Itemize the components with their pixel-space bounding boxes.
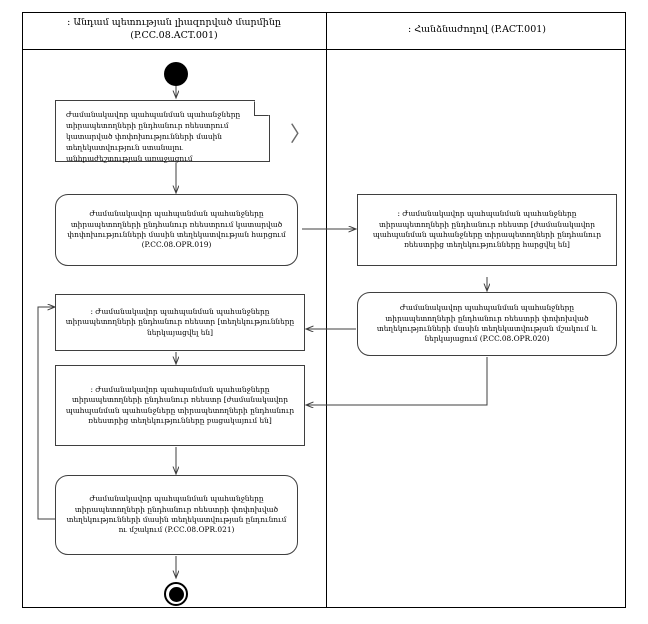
state-information-submitted[interactable]: : Ժամանակավոր պահպանման պահանջները տիրապ…: [55, 294, 305, 351]
note-information-need: Ժամանակավոր պահպանման պահանջները տիրապետ…: [55, 100, 270, 163]
activity-opr-019-label: Ժամանակավոր պահպանման պահանջները տիրապետ…: [67, 209, 286, 250]
note-text: Ժամանակավոր պահպանման պահանջները տիրապետ…: [66, 110, 241, 163]
swimlane-header-rule: [22, 49, 626, 50]
state-common-register-requested-label: : Ժամանակավոր պահպանման պահանջները տիրապ…: [372, 209, 602, 250]
note-fold-corner: [254, 101, 269, 116]
state-information-submitted-label: : Ժամանակավոր պահպանման պահանջները տիրապ…: [65, 306, 295, 337]
swimlane-title-left-code: (P.CC.08.ACT.001): [130, 30, 218, 41]
activity-opr-019[interactable]: Ժամանակավոր պահպանման պահանջները տիրապետ…: [55, 194, 298, 266]
initial-node: [164, 62, 188, 86]
swimlane-divider: [326, 12, 327, 608]
activity-opr-021[interactable]: Ժամանակավոր պահպանման պահանջները տիրապետ…: [55, 475, 298, 555]
swimlane-title-left-text: : Անդամ պետության լիազորված մարմինը: [67, 17, 281, 28]
swimlane-title-left: : Անդամ պետության լիազորված մարմինը (P.C…: [24, 16, 324, 42]
state-common-register-requested[interactable]: : Ժամանակավոր պահպանման պահանջները տիրապ…: [357, 194, 617, 266]
state-information-absent-label: : Ժամանակավոր պահպանման պահանջները տիրապ…: [65, 384, 295, 425]
swimlane-title-right-text: : Հանձնաժողով (P.ACT.001): [407, 24, 546, 35]
state-information-absent[interactable]: : Ժամանակավոր պահպանման պահանջները տիրապ…: [55, 365, 305, 446]
swimlane-title-right: : Հանձնաժողով (P.ACT.001): [330, 23, 624, 36]
final-node-core: [168, 586, 184, 602]
activity-opr-021-label: Ժամանակավոր պահպանման պահանջները տիրապետ…: [66, 494, 287, 535]
activity-opr-020-label: Ժամանակավոր պահպանման պահանջները տիրապետ…: [376, 303, 598, 344]
final-node: [164, 582, 188, 606]
activity-opr-020[interactable]: Ժամանակավոր պահպանման պահանջները տիրապետ…: [357, 292, 617, 356]
chevron-right-icon: 〉: [290, 122, 311, 146]
